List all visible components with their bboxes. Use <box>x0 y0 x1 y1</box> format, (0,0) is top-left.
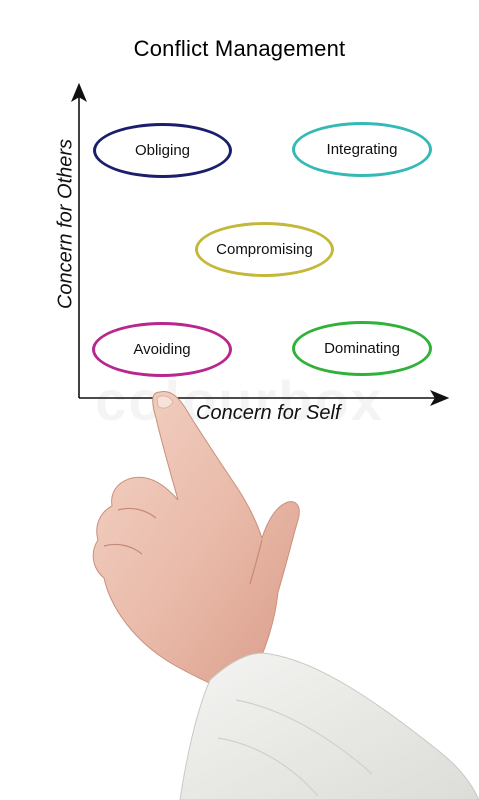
fingernail <box>156 395 174 409</box>
compromising-label: Compromising <box>216 241 313 258</box>
dominating-label: Dominating <box>324 340 400 357</box>
finger-crease <box>103 543 143 555</box>
compromising-ellipse: Compromising <box>195 222 334 277</box>
dominating-ellipse: Dominating <box>292 321 432 376</box>
obliging-label: Obliging <box>134 142 191 159</box>
obliging-ellipse: Obliging <box>93 123 232 178</box>
diagram-title: Conflict Management <box>133 36 346 61</box>
avoiding-label: Avoiding <box>133 341 191 358</box>
x-axis-label: Concern for Self <box>196 402 341 424</box>
avoiding-ellipse: Avoiding <box>92 322 232 377</box>
sleeve-shape <box>179 652 479 800</box>
sleeve-fold <box>235 699 373 775</box>
integrating-ellipse: Integrating <box>292 122 432 177</box>
sleeve-fold <box>217 737 319 797</box>
integrating-label: Integrating <box>326 141 398 158</box>
hand-shape <box>92 391 300 691</box>
thumb-crease <box>249 539 263 585</box>
finger-crease <box>117 507 157 519</box>
